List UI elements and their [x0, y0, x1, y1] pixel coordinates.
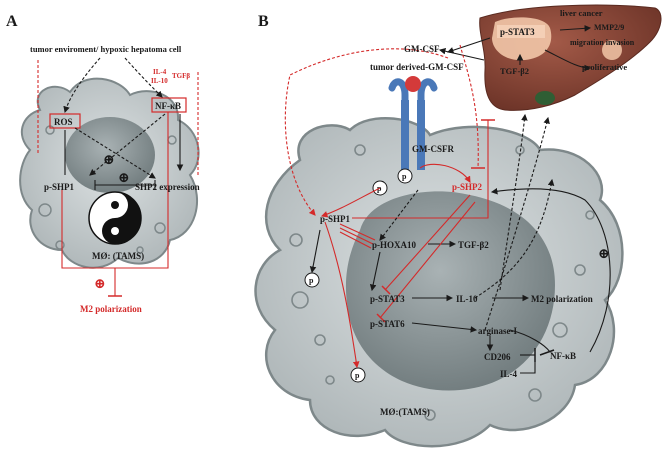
il10-label-b: IL-10 — [456, 294, 478, 304]
hoxa10-label: p-HOXA10 — [372, 240, 417, 250]
panel-a: A tumor enviroment/ hypoxic hepatoma cel… — [6, 13, 200, 314]
panel-b-label: B — [258, 13, 269, 30]
m2-polarization-b: M2 polarization — [531, 294, 593, 304]
panel-b: p p p p — [254, 4, 662, 448]
phosphate-label-3: p — [309, 276, 314, 285]
migration-label: migration invasion — [570, 38, 635, 47]
tumor-env-label: tumor enviroment/ hypoxic hepatoma cell — [30, 44, 182, 54]
yin-yang-icon — [88, 191, 142, 245]
tgf-mid-label: TGF-β2 — [458, 240, 489, 250]
ros-label: ROS — [54, 117, 73, 127]
gm-csf-label: GM-CSF — [404, 44, 440, 54]
pshp1-label-a: p-SHP1 — [44, 182, 75, 192]
mo-tams-label-b: MØ:(TAMS) — [380, 407, 430, 417]
pstat3-liver-label: p-STAT3 — [500, 27, 535, 37]
arginase-label: arginase-I — [478, 326, 517, 336]
il4-label: IL-4 — [153, 68, 167, 76]
m2-polarization-a: M2 polarization — [80, 304, 142, 314]
gallbladder — [535, 91, 555, 105]
nfkb-label-a: NF-κB — [155, 101, 181, 111]
oplus-a-bottom: ⊕ — [94, 277, 106, 292]
liver-tumor-patch — [492, 17, 552, 61]
cd206-label: CD206 — [484, 352, 511, 362]
liver-tumor-spot — [602, 40, 622, 60]
nfkb-label-b: NF-κB — [550, 351, 576, 361]
pshp2-label: p-SHP2 — [452, 182, 483, 192]
panel-a-label: A — [6, 13, 18, 30]
cell-a-nucleus — [65, 117, 155, 193]
tumor-gm-csf-label: tumor derived-GM-CSF — [370, 62, 464, 72]
nfkb-box — [151, 97, 187, 113]
pshp1-label-b: p-SHP1 — [320, 214, 351, 224]
panel-b-arrows — [284, 25, 611, 374]
tgf-liver-label: TGF-β2 — [500, 66, 529, 76]
panel-a-arrows — [37, 57, 199, 297]
proliferative-label: proliferative — [582, 62, 627, 72]
oplus-b-right: ⊕ — [598, 247, 610, 262]
oplus-a-mid: ⊕ — [103, 153, 115, 168]
ros-box — [49, 113, 81, 129]
il10-label: IL-10 — [151, 77, 168, 85]
phosphate-label-4: p — [355, 371, 360, 380]
gm-csfr-receptor — [388, 76, 438, 170]
mmp-label: MMP2/9 — [594, 23, 624, 32]
cell-b-nucleus — [345, 191, 555, 391]
pstat6-label: p-STAT6 — [370, 319, 405, 329]
oplus-a-center: ⊕ — [118, 171, 130, 186]
pstat3-liver-box — [497, 25, 545, 38]
shp2-expression-label: SHP2 expression — [135, 182, 200, 192]
liver-cancer-label: liver cancer — [560, 8, 603, 18]
gm-csfr-label: GM-CSFR — [412, 144, 454, 154]
mo-tams-label-a: MØ: (TAMS) — [92, 251, 144, 261]
cell-b-vesicles — [289, 144, 595, 421]
pstat3-label: p-STAT3 — [370, 294, 405, 304]
il4-label-b: IL-4 — [500, 369, 518, 379]
tgfb-label: TGFβ — [172, 72, 190, 80]
phosphate-label-2: p — [402, 172, 407, 181]
